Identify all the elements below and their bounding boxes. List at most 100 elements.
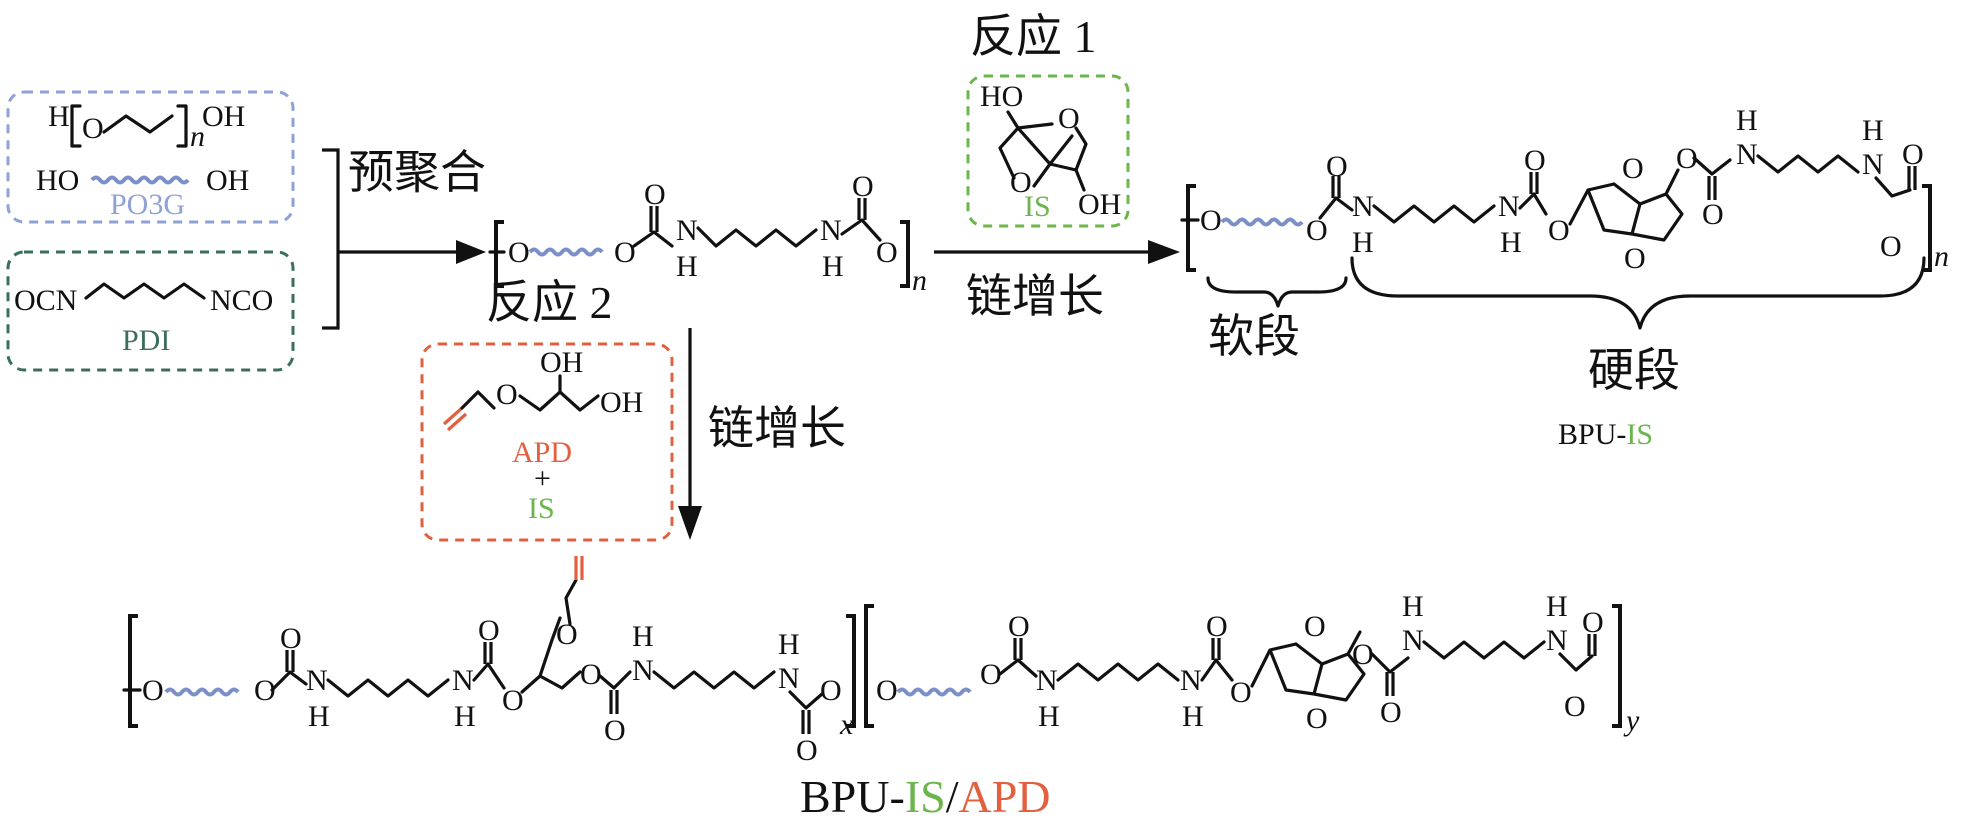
- prepolymer-n2: N: [820, 214, 842, 247]
- bpu-is-o2: O: [1306, 214, 1328, 247]
- bpu-is-o5: O: [1880, 230, 1902, 263]
- bpu-is-apd-link-7: [1370, 652, 1410, 674]
- bpu-is-apd-carbonyl-7: [1385, 672, 1395, 696]
- bpu-is-apd-o-ether: O: [556, 618, 578, 651]
- bpu-is-apd-link-8: [1558, 652, 1594, 672]
- bpu-is-apd-subscript-x: x: [839, 708, 854, 741]
- bpu-is-carbonyl-2: [1529, 172, 1539, 194]
- bpu-is-isosorbide: [1568, 168, 1684, 242]
- bpu-is-apd-o6: O: [876, 674, 898, 707]
- apd-reagent: O OH OH APD + IS: [420, 342, 674, 542]
- bpu-is-right-bracket: [1922, 184, 1932, 272]
- bpu-is-apd-allyl-chain: [564, 578, 578, 626]
- hard-segment-label: 硬段: [1588, 343, 1680, 397]
- po3g-chain: [102, 114, 174, 134]
- is-box: [966, 74, 1130, 228]
- apd-plus: +: [534, 462, 551, 495]
- bpu-is-name: BPU-IS: [1558, 418, 1653, 451]
- pdi-reagent: OCN NCO PDI: [6, 250, 295, 372]
- bpu-is-apd-carbonyl-6: [1211, 638, 1221, 660]
- prepolymerization-label: 预聚合: [348, 145, 486, 199]
- apd-vinyl: [442, 406, 468, 432]
- chain-extension-2-arrowhead: [678, 506, 702, 540]
- bpu-is-ring-o1: O: [1622, 152, 1644, 185]
- bpu-is-o4: O: [1676, 142, 1698, 175]
- hard-segment-brace: [1350, 256, 1926, 330]
- bpu-is-apd-link-2: [472, 662, 506, 690]
- bpu-is-apd-hexyl-4: [1422, 640, 1546, 660]
- prepolymer-left-bracket: [494, 220, 504, 288]
- bpu-is-apd-hexyl-1: [326, 678, 450, 698]
- pdi-ocn: OCN: [14, 284, 77, 317]
- po3g-o: O: [82, 112, 104, 145]
- prepolymerization-arrowhead: [456, 240, 486, 264]
- po3g-oh: OH: [202, 100, 245, 133]
- bpu-is-apd-o10: O: [1564, 690, 1586, 723]
- prepolymer-carbonyl-1: [649, 206, 659, 232]
- prepolymer-carbonyl-o1: O: [644, 178, 666, 211]
- bpu-is-apd-wavy-2: [896, 687, 972, 697]
- bpu-is-apd-wavy-1: [164, 687, 240, 697]
- bpu-is-link-1: [1318, 196, 1354, 220]
- bpu-is-apd-glycerol: [520, 616, 582, 694]
- bpu-is-apd-name-apd: APD: [959, 771, 1051, 821]
- bpu-is-apd-name-is: IS: [905, 771, 946, 821]
- bpu-is-apd-carbonyl-2: [483, 642, 493, 664]
- po3g-wavy-chain: [90, 175, 190, 185]
- bpu-is-apd-carbonyl-o2: O: [478, 614, 500, 647]
- prepolymer-subscript-n: n: [912, 264, 927, 297]
- is-bicycle: [998, 110, 1088, 188]
- prepolymer-carbonyl-o2: O: [852, 170, 874, 203]
- bpu-is-apd-link-5: [998, 658, 1038, 678]
- bpu-is-apd-n5: N: [1036, 664, 1058, 697]
- po3g-subscript-n: n: [190, 120, 205, 153]
- bpu-is-apd-isosorbide: [1250, 630, 1366, 702]
- bpu-is-apd-carbonyl-o1: O: [280, 622, 302, 655]
- prepolymer-n1: N: [676, 214, 698, 247]
- apd-name: APD: [512, 436, 572, 469]
- chain-extension-1-label: 链增长: [966, 269, 1104, 323]
- bpu-is-apd-o7: O: [980, 658, 1002, 691]
- bpu-is-apd-hexyl-3: [1056, 662, 1180, 682]
- apd-oh2: OH: [600, 386, 643, 419]
- is-oh: OH: [1078, 188, 1121, 221]
- is-o2: O: [1010, 166, 1032, 199]
- bpu-is-carbonyl-4: [1907, 166, 1917, 190]
- chain-extension-1-arrowhead: [1148, 240, 1180, 264]
- bpu-is-apd-link-1: [270, 670, 308, 692]
- bpu-is-apd-bracket-y-left: [864, 604, 874, 728]
- bpu-is-apd-h2: H: [454, 700, 476, 733]
- bpu-is-n4: N: [1862, 148, 1884, 181]
- bpu-is-apd-link-3: [598, 670, 632, 690]
- bpu-is-apd-carbonyl-3: [609, 690, 619, 714]
- apd-chain: [460, 390, 600, 412]
- bpu-is-apd-name-slash: /: [946, 771, 959, 821]
- bpu-is-apd-n2: N: [452, 664, 474, 697]
- bpu-is-carbonyl-o1: O: [1326, 150, 1348, 183]
- prepolymer-right-bracket: [900, 220, 910, 288]
- bpu-is-apd-carbonyl-o7: O: [1380, 696, 1402, 729]
- po3g-reagent: H O n OH HO OH PO3G: [6, 90, 295, 224]
- bpu-is-link-3: [1692, 156, 1732, 176]
- bpu-is-apd-name-prefix: BPU-: [800, 771, 905, 821]
- prepolymer-hexyl: [696, 226, 818, 248]
- bpu-is-apd-carbonyl-5: [1013, 638, 1023, 660]
- bpu-is-n3: N: [1736, 138, 1758, 171]
- bpu-is-apd-n6: N: [1180, 664, 1202, 697]
- bpu-is-carbonyl-3: [1707, 176, 1717, 200]
- bpu-is-n2: N: [1498, 190, 1520, 223]
- bpu-is-apd-bracket-x-left: [128, 614, 138, 728]
- bpu-is-wavy: [1220, 217, 1304, 227]
- bpu-is-apd-h7: H: [1402, 590, 1424, 623]
- bpu-is-o3: O: [1548, 214, 1570, 247]
- bpu-is-hexyl-1: [1372, 204, 1496, 224]
- prepolymer-o1: O: [508, 236, 530, 269]
- bpu-is-apd-carbonyl-8: [1587, 634, 1597, 656]
- bpu-is-apd-h3: H: [632, 620, 654, 653]
- is-ho: HO: [980, 80, 1023, 113]
- prepolymer-link-2: [840, 218, 882, 242]
- is-o1: O: [1058, 102, 1080, 135]
- bpu-is-apd-o8: O: [1230, 676, 1252, 709]
- bpu-is-apd-subscript-y: y: [1623, 704, 1640, 737]
- apd-o: O: [496, 378, 518, 411]
